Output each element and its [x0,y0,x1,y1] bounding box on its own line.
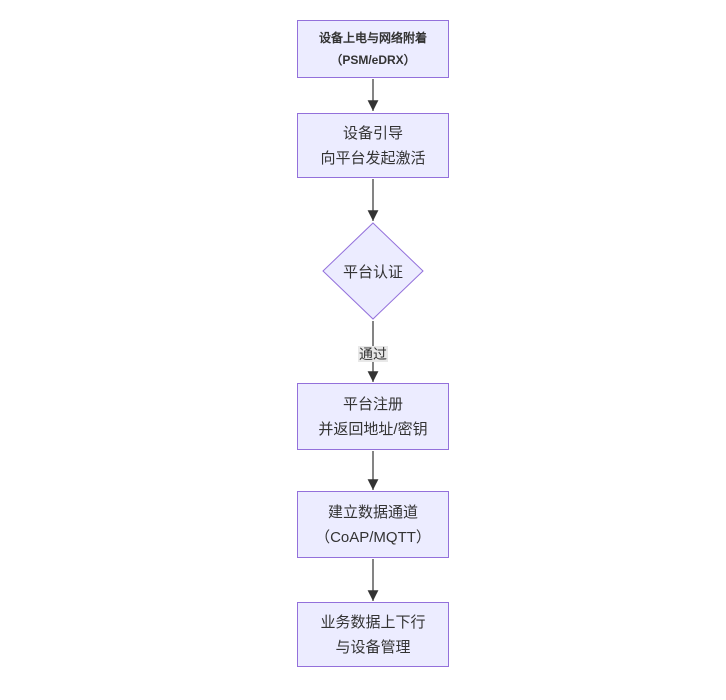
node-business-data-line1: 业务数据上下行 [320,613,426,631]
node-power-attach-line2: （PSM/eDRX） [330,53,416,67]
node-data-channel-line1: 建立数据通道 [327,503,418,521]
node-bootstrap: 设备引导 向平台发起激活 [297,113,449,178]
edge-label-pass: 通过 [358,346,388,362]
node-bootstrap-line2: 向平台发起激活 [320,149,426,167]
diamond-shape-icon [322,222,424,320]
node-platform-auth-label: 平台认证 [342,263,403,281]
node-data-channel: 建立数据通道 （CoAP/MQTT） [297,491,449,558]
node-register-line1: 平台注册 [342,395,403,413]
node-bootstrap-line1: 设备引导 [342,124,403,142]
node-data-channel-line2: （CoAP/MQTT） [315,528,431,546]
node-power-attach: 设备上电与网络附着 （PSM/eDRX） [297,20,449,78]
node-register-line2: 并返回地址/密钥 [318,420,428,438]
node-power-attach-line1: 设备上电与网络附着 [318,31,427,45]
node-platform-auth: 平台认证 [322,222,424,320]
node-business-data-line2: 与设备管理 [335,638,411,656]
node-register: 平台注册 并返回地址/密钥 [297,383,449,450]
node-business-data: 业务数据上下行 与设备管理 [297,602,449,667]
